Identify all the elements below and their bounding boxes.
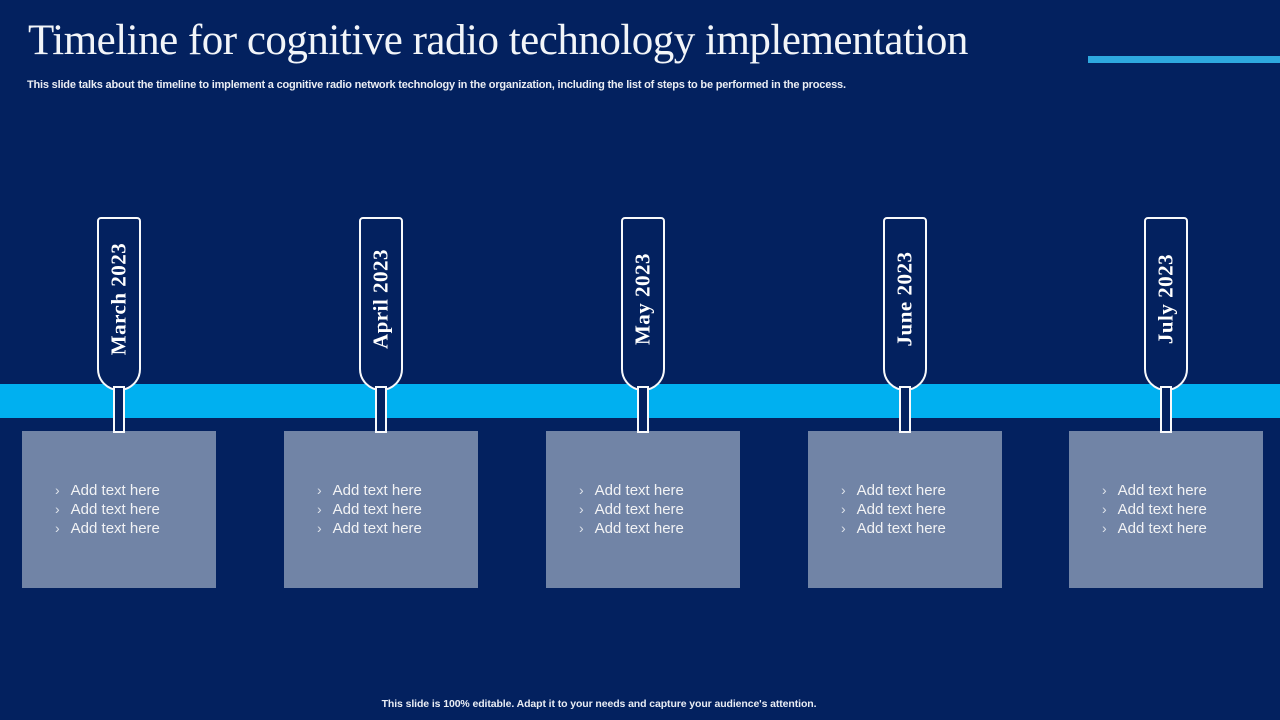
marker-month-label: April 2023 xyxy=(368,248,393,349)
bullet-text: Add text here xyxy=(856,482,946,499)
bullet-line[interactable]: › Add text here xyxy=(55,519,216,538)
bullet-text: Add text here xyxy=(332,520,422,537)
bullet-text: Add text here xyxy=(70,501,160,518)
marker-month-label: July 2023 xyxy=(1153,253,1178,345)
bullet-text: Add text here xyxy=(594,501,684,518)
chevron-bullet-icon: › xyxy=(317,501,322,517)
bullet-line[interactable]: › Add text here xyxy=(841,519,1002,538)
chevron-bullet-icon: › xyxy=(841,482,846,498)
bullet-text: Add text here xyxy=(856,501,946,518)
bullet-line[interactable]: › Add text here xyxy=(579,519,740,538)
bullet-line[interactable]: › Add text here xyxy=(579,481,740,500)
chevron-bullet-icon: › xyxy=(1102,520,1107,536)
bullet-line[interactable]: › Add text here xyxy=(1102,481,1263,500)
marker-month-label: March 2023 xyxy=(106,242,131,356)
timeline-marker-july-2023[interactable]: July 2023 xyxy=(1144,217,1188,391)
marker-month-label: May 2023 xyxy=(630,252,655,345)
chevron-bullet-icon: › xyxy=(317,482,322,498)
chevron-bullet-icon: › xyxy=(579,501,584,517)
bullet-line[interactable]: › Add text here xyxy=(841,500,1002,519)
textbox-june-2023[interactable]: › Add text here › Add text here › Add te… xyxy=(808,431,1002,588)
slide-footer-note: This slide is 100% editable. Adapt it to… xyxy=(381,698,817,710)
chevron-bullet-icon: › xyxy=(317,520,322,536)
marker-stem xyxy=(375,386,387,433)
bullet-text: Add text here xyxy=(332,482,422,499)
bullet-line[interactable]: › Add text here xyxy=(1102,519,1263,538)
chevron-bullet-icon: › xyxy=(1102,482,1107,498)
timeline-marker-may-2023[interactable]: May 2023 xyxy=(621,217,665,391)
chevron-bullet-icon: › xyxy=(1102,501,1107,517)
marker-stem xyxy=(637,386,649,433)
page-title: Timeline for cognitive radio technology … xyxy=(28,17,968,64)
slide-subtitle: This slide talks about the timeline to i… xyxy=(27,79,846,91)
bullet-text: Add text here xyxy=(1117,482,1207,499)
bullet-line[interactable]: › Add text here xyxy=(841,481,1002,500)
textbox-march-2023[interactable]: › Add text here › Add text here › Add te… xyxy=(22,431,216,588)
bullet-line[interactable]: › Add text here xyxy=(317,519,478,538)
bullet-line[interactable]: › Add text here xyxy=(317,481,478,500)
bullet-text: Add text here xyxy=(594,520,684,537)
bullet-line[interactable]: › Add text here xyxy=(1102,500,1263,519)
marker-month-label: June 2023 xyxy=(892,251,917,347)
bullet-text: Add text here xyxy=(594,482,684,499)
bullet-text: Add text here xyxy=(856,520,946,537)
marker-stem xyxy=(113,386,125,433)
bullet-line[interactable]: › Add text here xyxy=(55,500,216,519)
bullet-text: Add text here xyxy=(70,482,160,499)
chevron-bullet-icon: › xyxy=(55,520,60,536)
textbox-may-2023[interactable]: › Add text here › Add text here › Add te… xyxy=(546,431,740,588)
chevron-bullet-icon: › xyxy=(841,520,846,536)
marker-stem xyxy=(1160,386,1172,433)
title-accent-line xyxy=(1088,56,1280,63)
bullet-text: Add text here xyxy=(70,520,160,537)
bullet-text: Add text here xyxy=(332,501,422,518)
timeline-marker-march-2023[interactable]: March 2023 xyxy=(97,217,141,391)
bullet-line[interactable]: › Add text here xyxy=(55,481,216,500)
bullet-line[interactable]: › Add text here xyxy=(579,500,740,519)
bullet-text: Add text here xyxy=(1117,520,1207,537)
textbox-april-2023[interactable]: › Add text here › Add text here › Add te… xyxy=(284,431,478,588)
bullet-text: Add text here xyxy=(1117,501,1207,518)
timeline-marker-april-2023[interactable]: April 2023 xyxy=(359,217,403,391)
timeline-marker-june-2023[interactable]: June 2023 xyxy=(883,217,927,391)
bullet-line[interactable]: › Add text here xyxy=(317,500,478,519)
marker-stem xyxy=(899,386,911,433)
chevron-bullet-icon: › xyxy=(841,501,846,517)
chevron-bullet-icon: › xyxy=(55,482,60,498)
chevron-bullet-icon: › xyxy=(579,520,584,536)
textbox-july-2023[interactable]: › Add text here › Add text here › Add te… xyxy=(1069,431,1263,588)
chevron-bullet-icon: › xyxy=(55,501,60,517)
chevron-bullet-icon: › xyxy=(579,482,584,498)
